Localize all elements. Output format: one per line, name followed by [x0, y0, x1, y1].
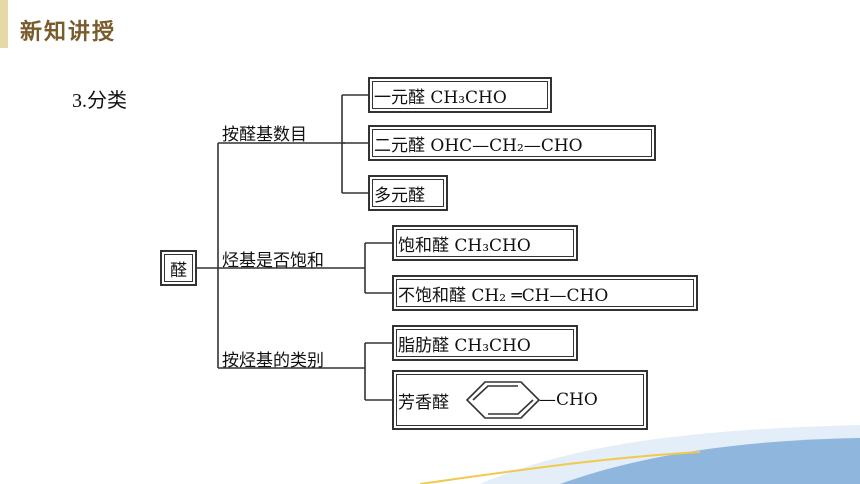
- leaf-aliphatic-aldehyde: 脂肪醛 CH₃CHO: [392, 325, 578, 361]
- benzene-ring-icon: [465, 381, 541, 419]
- leaf-label: 多元醛: [374, 185, 425, 206]
- leaf-saturated-aldehyde: 饱和醛 CH₃CHO: [392, 225, 578, 261]
- leaf-label: 饱和醛 CH₃CHO: [398, 235, 531, 256]
- root-node: 醛: [160, 250, 197, 286]
- leaf-label: 芳香醛: [398, 392, 449, 413]
- leaf-polyaldehyde: 多元醛: [368, 175, 448, 211]
- leaf-label: 一元醛 CH₃CHO: [374, 87, 507, 108]
- section-title: 3.分类: [72, 90, 127, 112]
- leaf-aromatic-aldehyde: 芳香醛 —CHO: [392, 370, 648, 430]
- leaf-unsaturated-aldehyde: 不饱和醛 CH₂ ═CH—CHO: [392, 275, 698, 311]
- aldehyde-group-label: —CHO: [539, 390, 598, 410]
- root-label: 醛: [170, 260, 187, 281]
- page-header-title: 新知讲授: [20, 20, 117, 45]
- header-accent-bar: [0, 0, 8, 48]
- leaf-label: 脂肪醛 CH₃CHO: [398, 335, 531, 356]
- leaf-label: 不饱和醛 CH₂ ═CH—CHO: [398, 285, 609, 306]
- branch-label-saturation: 烃基是否饱和: [222, 251, 324, 271]
- leaf-dialdehyde: 二元醛 OHC—CH₂—CHO: [368, 125, 656, 161]
- leaf-monoaldehyde: 一元醛 CH₃CHO: [368, 77, 552, 113]
- branch-label-hydrocarbon-type: 按烃基的类别: [222, 351, 324, 371]
- leaf-label: 二元醛 OHC—CH₂—CHO: [374, 135, 583, 156]
- branch-label-aldehyde-count: 按醛基数目: [222, 125, 307, 145]
